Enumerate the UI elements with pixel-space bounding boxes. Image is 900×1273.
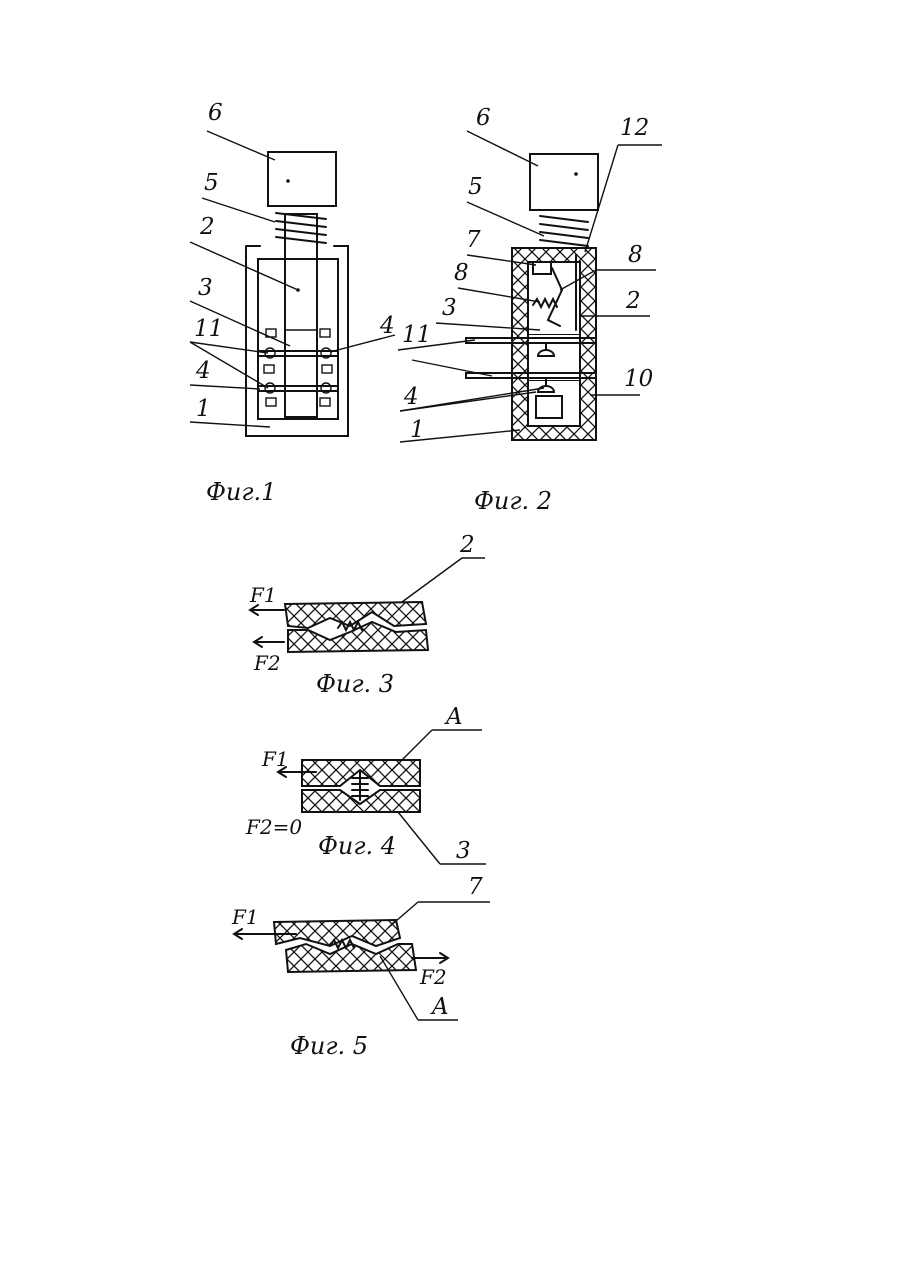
- fig4-caption: Фиг. 4: [318, 832, 396, 860]
- fig3-caption: Фиг. 3: [316, 670, 394, 698]
- fig2-latch: [533, 262, 551, 274]
- fig1-weight-block: [268, 152, 336, 206]
- fig3-upper-plate: [285, 602, 426, 628]
- fig1-label-2: 2: [199, 214, 215, 240]
- fig1-inner-housing: [258, 259, 338, 419]
- fig2-label-10: 10: [624, 366, 653, 392]
- fig1-outer-housing: [246, 246, 348, 436]
- figure-4: A F1 F2=0 3 Фиг. 4: [245, 704, 486, 864]
- fig5-label-a: A: [430, 994, 449, 1020]
- fig2-label-6: 6: [476, 105, 491, 131]
- fig1-contact-bars: [258, 329, 338, 406]
- fig5-arrow-f2: [412, 953, 448, 963]
- fig2-block-10: [536, 396, 562, 418]
- fig5-caption: Фиг. 5: [290, 1032, 368, 1060]
- fig1-label-4: 4: [195, 358, 211, 384]
- figure-1: 6 5 2 3 11 4 4 1 Фиг.1: [190, 100, 395, 506]
- fig1-spring: [276, 213, 326, 243]
- fig2-label-8-right: 8: [628, 242, 643, 268]
- fig2-label-1: 1: [410, 417, 425, 443]
- fig1-label-11: 11: [194, 316, 223, 342]
- fig4-label-a: A: [444, 704, 463, 730]
- fig2-label-12: 12: [620, 115, 649, 141]
- fig5-label-f2: F2: [419, 965, 447, 989]
- fig2-label-5: 5: [468, 174, 483, 200]
- fig1-label-1: 1: [196, 396, 211, 422]
- fig4-label-f1: F1: [261, 747, 289, 771]
- fig2-weight-block: [530, 154, 598, 210]
- fig2-label-2: 2: [625, 288, 641, 314]
- fig1-leaders: [190, 131, 395, 427]
- figure-3: 2 F1 F2 Фиг. 3: [249, 532, 485, 698]
- fig2-label-8: 8: [454, 260, 469, 286]
- fig1-label-6: 6: [208, 100, 223, 126]
- fig2-spring: [540, 216, 588, 246]
- fig2-label-4: 4: [403, 384, 419, 410]
- fig4-label-3: 3: [456, 838, 471, 864]
- figure-5: 7 F1 F2 A Фиг. 5: [231, 874, 490, 1060]
- fig2-label-7: 7: [466, 227, 481, 253]
- fig4-label-f2-zero: F2=0: [245, 815, 302, 839]
- figure-2: 6 12 5 7 8 8 3 2 11 4 10 1 Фиг. 2: [398, 105, 662, 515]
- fig5-lower-plate: [286, 944, 416, 972]
- fig3-arrow-f2: [254, 637, 284, 647]
- fig3-label-f1: F1: [249, 583, 277, 607]
- fig4-spring: [352, 772, 368, 800]
- fig1-label-3: 3: [198, 275, 213, 301]
- fig5-label-7: 7: [468, 874, 483, 900]
- fig1-caption: Фиг.1: [206, 478, 276, 506]
- fig2-label-3: 3: [442, 295, 457, 321]
- fig2-spring-element: [533, 299, 557, 307]
- fig2-caption: Фиг. 2: [474, 487, 552, 515]
- fig1-label-4-right: 4: [379, 313, 395, 339]
- fig3-label-f2: F2: [253, 651, 281, 675]
- fig2-label-11: 11: [402, 322, 431, 348]
- fig3-label-2: 2: [459, 532, 475, 558]
- fig5-label-f1: F1: [231, 905, 259, 929]
- fig1-label-5: 5: [204, 170, 219, 196]
